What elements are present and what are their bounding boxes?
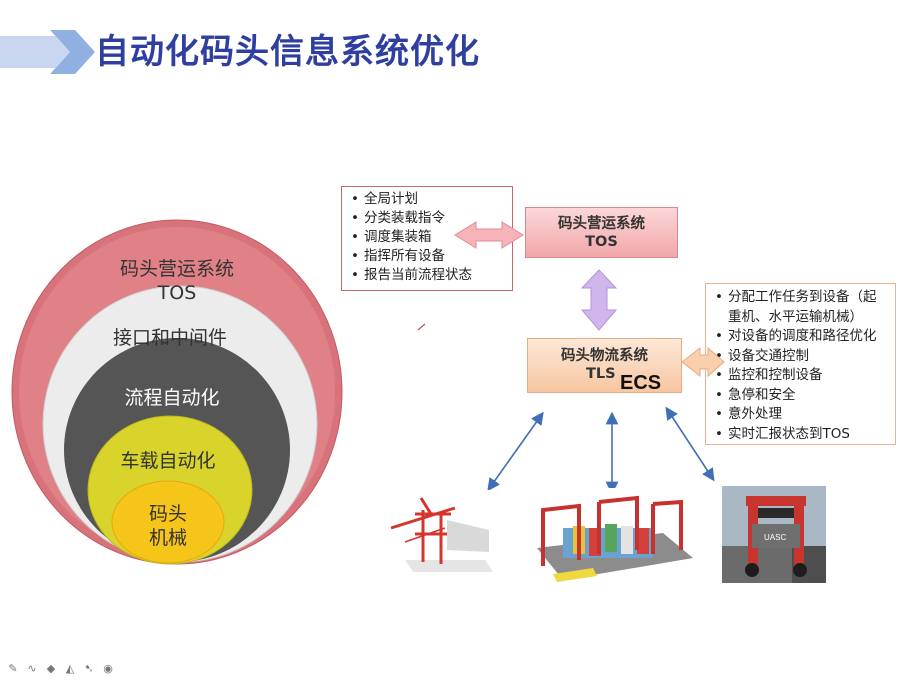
title-decoration xyxy=(0,30,95,74)
tls-functions-box: 分配工作任务到设备（起重机、水平运输机械） 对设备的调度和路径优化 设备交通控制… xyxy=(705,283,896,445)
link-arrow xyxy=(491,417,540,486)
layer-label-vehicle: 车载自动化 xyxy=(120,449,215,473)
layer-label-interface: 接口和中间件 xyxy=(113,326,227,350)
list-item: 意外处理 xyxy=(728,405,889,425)
list-item: 实时汇报状态到TOS xyxy=(728,425,889,445)
container-label: UASC xyxy=(764,533,786,542)
page-title: 自动化码头信息系统优化 xyxy=(95,28,480,76)
list-item: 分配工作任务到设备（起重机、水平运输机械） xyxy=(728,288,889,327)
eraser-icon[interactable]: ◆ xyxy=(44,662,58,675)
pen-icon[interactable]: ✎ xyxy=(6,662,20,675)
list-item: 设备交通控制 xyxy=(728,347,889,367)
highlighter-icon[interactable]: ◭ xyxy=(63,662,77,675)
list-item: 全局计划 xyxy=(364,190,506,209)
ecs-label: ECS xyxy=(620,372,661,395)
ink-icon[interactable]: ∿ xyxy=(25,662,39,675)
double-arrow-icon xyxy=(582,270,616,330)
list-item: 对设备的调度和路径优化 xyxy=(728,327,889,347)
list-item: 监控和控制设备 xyxy=(728,366,889,386)
pointer-icon[interactable]: ➷ xyxy=(82,662,96,675)
list-item: 调度集装箱 xyxy=(364,228,506,247)
tos-functions-box: 全局计划 分类装载指令 调度集装箱 指挥所有设备 报告当前流程状态 xyxy=(341,186,513,291)
list-item: 急停和安全 xyxy=(728,386,889,406)
list-item: 指挥所有设备 xyxy=(364,247,506,266)
quay-crane-image xyxy=(385,490,497,580)
straddle-carrier-image: UASC xyxy=(722,486,826,583)
layer-label-process: 流程自动化 xyxy=(124,386,219,410)
list-item: 报告当前流程状态 xyxy=(364,266,506,285)
presentation-toolbar: ✎ ∿ ◆ ◭ ➷ ◉ xyxy=(6,662,115,675)
yard-image xyxy=(533,488,695,584)
list-item: 分类装载指令 xyxy=(364,209,506,228)
laser-icon[interactable]: ◉ xyxy=(101,662,115,675)
layer-label-machinery: 码头机械 xyxy=(149,502,187,550)
